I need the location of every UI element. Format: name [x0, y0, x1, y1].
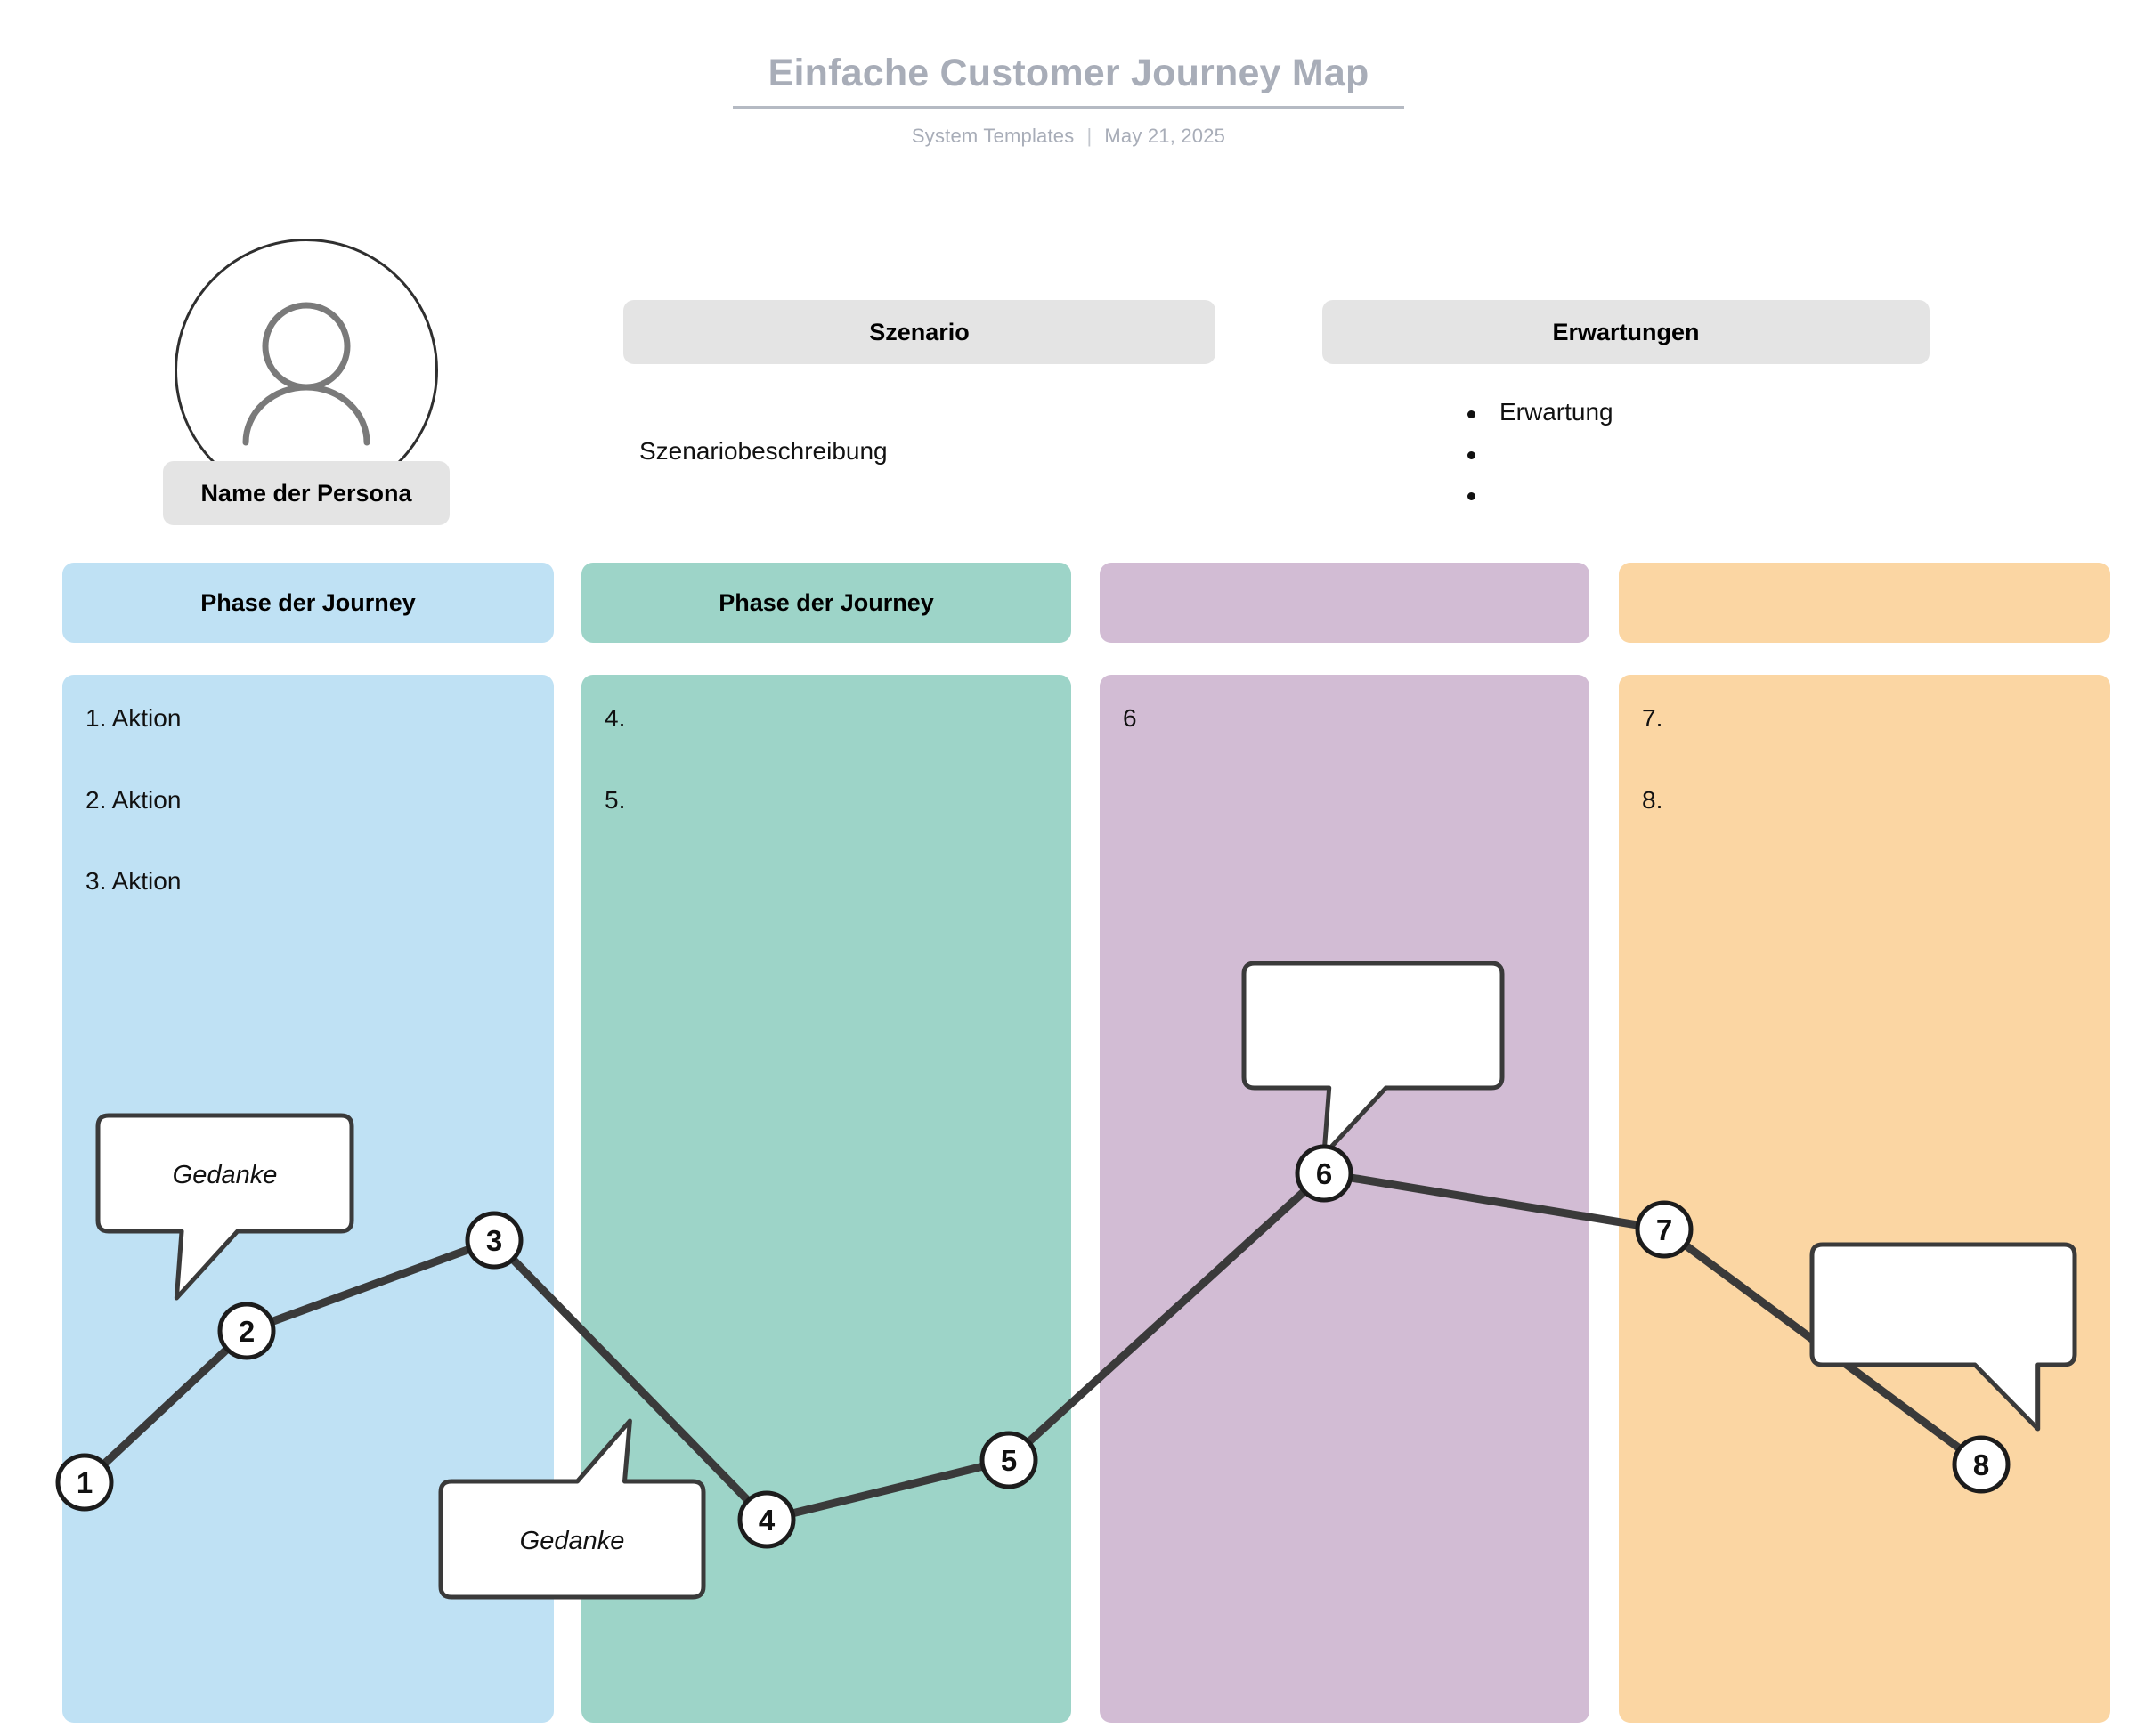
list-item[interactable] — [1460, 474, 1923, 515]
phase-column-1: 1. Aktion 2. Aktion 3. Aktion — [62, 675, 554, 1723]
expectations-list: Erwartung — [1460, 392, 1923, 515]
persona-name-label[interactable]: Name der Persona — [163, 461, 450, 525]
phase-header-2[interactable]: Phase der Journey — [581, 563, 1071, 643]
phase-column-2: 4. 5. — [581, 675, 1071, 1723]
document-subtitle: System Templates | May 21, 2025 — [0, 125, 2137, 148]
action-item[interactable]: 7. — [1642, 704, 1663, 732]
list-item[interactable]: Erwartung — [1460, 392, 1923, 433]
action-item[interactable]: 8. — [1642, 785, 1663, 814]
person-avatar-icon — [242, 302, 370, 446]
document-date: May 21, 2025 — [1104, 125, 1226, 148]
phase-header-3[interactable] — [1100, 563, 1589, 643]
scenario-heading: Szenario — [623, 300, 1215, 364]
action-item[interactable]: 6 — [1123, 704, 1137, 732]
phase-column-4: 7. 8. — [1619, 675, 2110, 1723]
page-title: Einfache Customer Journey Map — [732, 52, 1405, 110]
phase-header-1[interactable]: Phase der Journey — [62, 563, 554, 643]
action-item[interactable]: 2. Aktion — [85, 785, 182, 814]
action-item[interactable]: 1. Aktion — [85, 704, 182, 732]
action-item[interactable]: 5. — [605, 785, 626, 814]
persona-block[interactable]: Name der Persona — [163, 239, 450, 525]
persona-avatar-circle — [175, 239, 438, 502]
phase-column-3: 6 — [1100, 675, 1589, 1723]
phase-header-4[interactable] — [1619, 563, 2110, 643]
scenario-description[interactable]: Szenariobeschreibung — [639, 437, 888, 465]
source-label: System Templates — [911, 125, 1075, 148]
expectations-heading: Erwartungen — [1322, 300, 1930, 364]
action-item[interactable]: 3. Aktion — [85, 867, 182, 896]
document-header: Einfache Customer Journey Map System Tem… — [0, 52, 2137, 148]
subtitle-separator: | — [1086, 125, 1093, 148]
list-item[interactable] — [1460, 433, 1923, 474]
action-item[interactable]: 4. — [605, 704, 626, 732]
